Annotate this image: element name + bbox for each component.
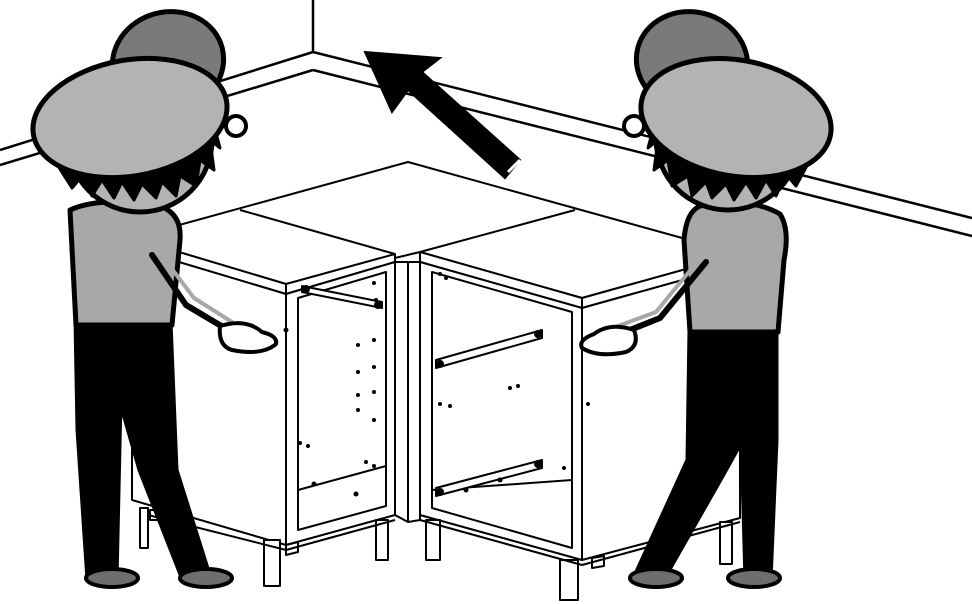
- shoe: [180, 569, 232, 587]
- shirt: [70, 202, 180, 325]
- shoe: [728, 569, 780, 587]
- shoe: [86, 569, 138, 587]
- shoe: [630, 569, 682, 587]
- corner-cabinet: [132, 162, 740, 600]
